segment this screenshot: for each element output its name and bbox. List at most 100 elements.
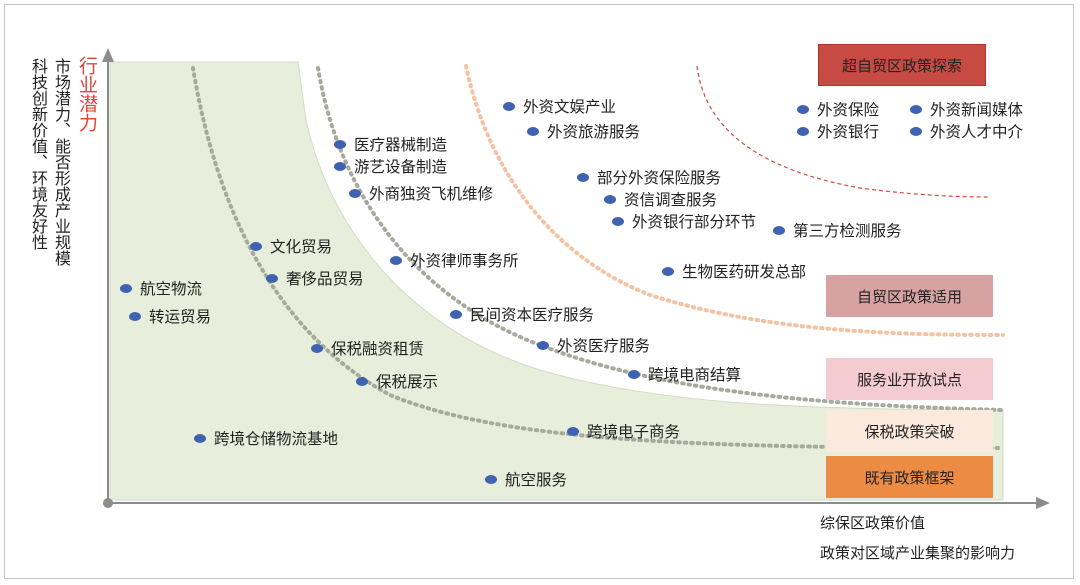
industry-item: 外资银行 — [797, 120, 879, 142]
industry-label: 部分外资保险服务 — [597, 169, 722, 187]
industry-item: 外资银行部分环节 — [612, 210, 756, 232]
bullet-dot — [334, 139, 346, 149]
industry-item: 航空物流 — [120, 277, 202, 299]
industry-label: 外资银行部分环节 — [632, 213, 757, 231]
industry-label: 医疗器械制造 — [354, 136, 448, 154]
bullet-dot — [356, 376, 368, 386]
industry-item: 文化贸易 — [250, 235, 332, 257]
industry-label: 航空物流 — [140, 280, 203, 298]
bullet-dot — [503, 101, 515, 111]
bullet-dot — [604, 194, 616, 204]
industry-item: 奢侈品贸易 — [266, 267, 364, 289]
industry-item: 外资人才中介 — [910, 120, 1023, 142]
bullet-dot — [910, 104, 922, 114]
industry-label: 保税融资租赁 — [331, 340, 425, 358]
legend-bonded-breakthrough: 保税政策突破 — [826, 410, 993, 452]
industry-label: 生物医药研发总部 — [682, 263, 807, 281]
boundary-curve-beyond-ftz — [696, 65, 991, 198]
industry-label: 外资旅游服务 — [547, 123, 641, 141]
bullet-dot — [910, 126, 922, 136]
x-axis-label-2: 政策对区域产业集聚的影响力 — [820, 544, 1016, 562]
industry-item: 部分外资保险服务 — [577, 166, 721, 188]
industry-label: 外资医疗服务 — [557, 337, 651, 355]
bullet-dot — [577, 172, 589, 182]
industry-label: 民间资本医疗服务 — [470, 306, 595, 324]
y-axis-arrow — [102, 48, 114, 62]
industry-item: 资信调查服务 — [604, 188, 717, 210]
industry-label: 外资律师事务所 — [410, 252, 519, 270]
boundary-curve-bonded — [191, 66, 1005, 450]
bullet-dot — [797, 104, 809, 114]
industry-item: 跨境电商结算 — [628, 363, 741, 385]
industry-label: 奢侈品贸易 — [286, 270, 364, 288]
industry-label: 外商独资飞机维修 — [369, 185, 494, 203]
legend-existing-framework: 既有政策框架 — [826, 456, 993, 498]
industry-item: 生物医药研发总部 — [662, 260, 806, 282]
industry-label: 文化贸易 — [270, 238, 333, 256]
industry-label: 资信调查服务 — [624, 191, 718, 209]
industry-item: 第三方检测服务 — [773, 219, 902, 241]
bullet-dot — [250, 241, 262, 251]
y-axis-title: 行业潜力 — [76, 56, 98, 132]
y-axis-desc-1: 市场潜力、能否形成产业规模 — [52, 58, 71, 266]
x-axis-label-1: 综保区政策价值 — [820, 514, 926, 532]
bullet-dot — [120, 283, 132, 293]
industry-item: 外商独资飞机维修 — [349, 182, 493, 204]
bullet-dot — [450, 309, 462, 319]
boundary-curve-ftz — [464, 64, 1005, 337]
industry-item: 民间资本医疗服务 — [450, 303, 594, 325]
industry-label: 外资文娱产业 — [523, 98, 617, 116]
bullet-dot — [311, 343, 323, 353]
bullet-dot — [567, 426, 579, 436]
legend-ftz-policy: 自贸区政策适用 — [826, 275, 993, 317]
industry-label: 外资保险 — [817, 101, 880, 119]
bullet-dot — [797, 126, 809, 136]
existing-policy-area — [109, 61, 1004, 501]
industry-label: 外资人才中介 — [930, 123, 1024, 141]
industry-item: 转运贸易 — [129, 305, 211, 327]
bullet-dot — [334, 161, 346, 171]
bullet-dot — [527, 126, 539, 136]
industry-item: 保税展示 — [356, 370, 438, 392]
industry-label: 转运贸易 — [149, 308, 212, 326]
industry-label: 外资新闻媒体 — [930, 101, 1024, 119]
industry-item: 游艺设备制造 — [334, 155, 447, 177]
industry-label: 游艺设备制造 — [354, 158, 448, 176]
origin-point — [103, 498, 113, 508]
bullet-dot — [662, 266, 674, 276]
industry-label: 跨境电子商务 — [587, 423, 681, 441]
industry-item: 外资旅游服务 — [527, 120, 640, 142]
industry-item: 外资新闻媒体 — [910, 98, 1023, 120]
x-axis-arrow — [1036, 497, 1050, 509]
industry-item: 跨境仓储物流基地 — [194, 427, 338, 449]
bullet-dot — [537, 340, 549, 350]
y-axis-desc-2: 科技创新价值、环境友好性 — [29, 58, 48, 250]
industry-item: 外资保险 — [797, 98, 879, 120]
bullet-dot — [266, 273, 278, 283]
bullet-dot — [628, 369, 640, 379]
industry-label: 跨境电商结算 — [648, 366, 742, 384]
industry-label: 外资银行 — [817, 123, 880, 141]
bullet-dot — [773, 225, 785, 235]
legend-beyond-ftz: 超自贸区政策探索 — [818, 44, 986, 86]
industry-item: 外资文娱产业 — [503, 95, 616, 117]
bullet-dot — [390, 255, 402, 265]
industry-item: 航空服务 — [485, 468, 567, 490]
bullet-dot — [129, 311, 141, 321]
bullet-dot — [485, 474, 497, 484]
bullet-dot — [194, 433, 206, 443]
industry-item: 保税融资租赁 — [311, 337, 424, 359]
industry-item: 跨境电子商务 — [567, 420, 680, 442]
industry-label: 第三方检测服务 — [793, 222, 902, 240]
bullet-dot — [612, 216, 624, 226]
industry-label: 跨境仓储物流基地 — [214, 430, 339, 448]
industry-item: 外资律师事务所 — [390, 249, 519, 271]
bullet-dot — [349, 188, 361, 198]
legend-service-pilot: 服务业开放试点 — [826, 358, 993, 400]
industry-item: 外资医疗服务 — [537, 334, 650, 356]
figure-frame — [4, 4, 1074, 579]
industry-label: 航空服务 — [505, 471, 568, 489]
industry-label: 保税展示 — [376, 373, 439, 391]
industry-item: 医疗器械制造 — [334, 133, 447, 155]
